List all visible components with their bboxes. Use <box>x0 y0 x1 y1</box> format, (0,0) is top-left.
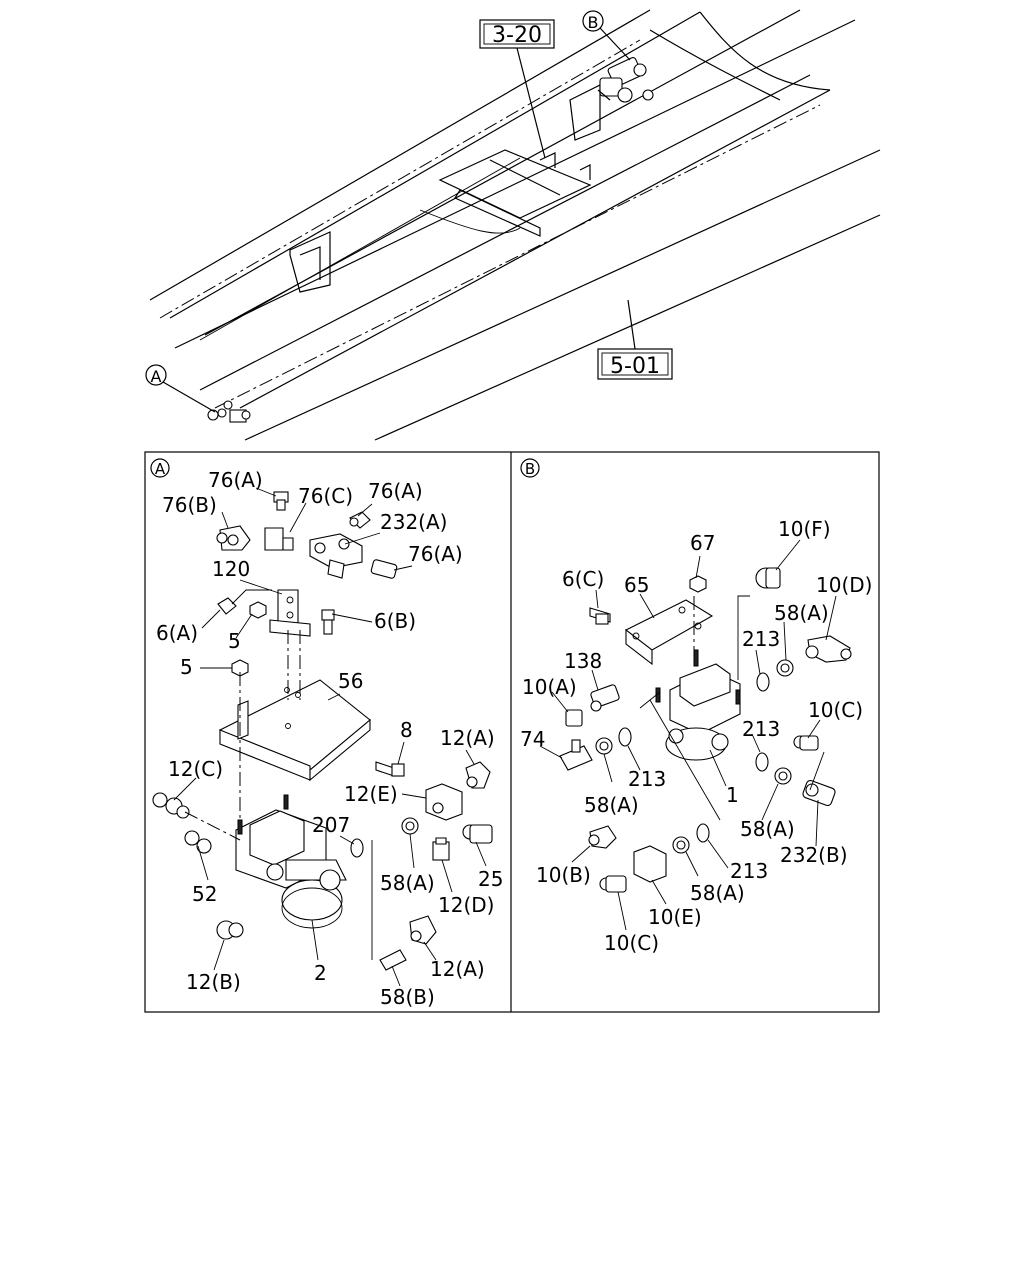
label-56: 56 <box>338 669 363 693</box>
label-6a: 6(A) <box>156 621 198 645</box>
detail-b-parts <box>559 567 852 893</box>
label-120: 120 <box>212 557 250 581</box>
label-2: 2 <box>314 961 327 985</box>
label-52: 52 <box>192 882 217 906</box>
label-232a: 232(A) <box>380 510 447 534</box>
label-65: 65 <box>624 573 649 597</box>
label-5-upper: 5 <box>228 629 241 653</box>
label-213-right: 213 <box>742 717 780 741</box>
label-138: 138 <box>564 649 602 673</box>
label-6b: 6(B) <box>374 609 416 633</box>
label-76b: 76(B) <box>162 493 217 517</box>
valve-b-on-frame <box>597 57 654 103</box>
label-1: 1 <box>726 783 739 807</box>
detail-a-panel: A <box>150 458 503 1009</box>
detail-a-labels: 76(A) 76(C) 76(A) 76(B) 232(A) 76(A) 120… <box>156 468 503 1009</box>
label-213-left: 213 <box>628 767 666 791</box>
label-10b: 10(B) <box>536 863 591 887</box>
label-12c: 12(C) <box>168 757 223 781</box>
label-58a-upper: 58(A) <box>774 601 829 625</box>
ref-box-3-20[interactable]: 3-20 <box>479 19 555 49</box>
label-10c-upper: 10(C) <box>808 698 863 722</box>
detail-b-panel: B <box>520 458 872 955</box>
label-213-lower: 213 <box>730 859 768 883</box>
label-76a-top: 76(A) <box>208 468 263 492</box>
label-12b: 12(B) <box>186 970 241 994</box>
label-10e: 10(E) <box>648 905 702 929</box>
valve-a-on-frame <box>207 400 251 423</box>
label-6c: 6(C) <box>562 567 604 591</box>
detail-a-parts <box>152 491 493 971</box>
label-76c: 76(C) <box>298 484 353 508</box>
label-10c-lower: 10(C) <box>604 931 659 955</box>
label-10d: 10(D) <box>816 573 872 597</box>
label-5-lower: 5 <box>180 655 193 679</box>
label-76a-lower: 76(A) <box>408 542 463 566</box>
label-12e: 12(E) <box>344 782 398 806</box>
label-58a-right: 58(A) <box>740 817 795 841</box>
frame-overview <box>149 9 881 441</box>
label-76a-right: 76(A) <box>368 479 423 503</box>
label-10a: 10(A) <box>522 675 577 699</box>
label-58a: 58(A) <box>380 871 435 895</box>
detail-b-callout-letter: B <box>588 13 599 32</box>
detail-a-callout[interactable]: A <box>145 364 167 386</box>
label-12a-upper: 12(A) <box>440 726 495 750</box>
label-58a-lower: 58(A) <box>690 881 745 905</box>
label-213-upper: 213 <box>742 627 780 651</box>
detail-b-callout[interactable]: B <box>582 10 604 32</box>
label-74: 74 <box>520 727 545 751</box>
label-58b: 58(B) <box>380 985 435 1009</box>
label-58a-left: 58(A) <box>584 793 639 817</box>
detail-b-marker: B <box>525 460 535 478</box>
detail-a-callout-letter: A <box>151 367 162 386</box>
label-207: 207 <box>312 813 350 837</box>
label-232b: 232(B) <box>780 843 848 867</box>
detail-b-labels: 10(F) 67 6(C) 65 10(D) 58(A) 213 138 10(… <box>520 517 872 955</box>
ref-3-20-label: 3-20 <box>492 23 542 48</box>
label-10f: 10(F) <box>778 517 831 541</box>
detail-frame <box>144 451 880 1013</box>
label-25: 25 <box>478 867 503 891</box>
label-8: 8 <box>400 718 413 742</box>
label-12a-lower: 12(A) <box>430 957 485 981</box>
label-12d: 12(D) <box>438 893 494 917</box>
detail-a-marker: A <box>155 460 166 478</box>
ref-5-01-label: 5-01 <box>610 354 660 379</box>
ref-box-5-01[interactable]: 5-01 <box>597 348 673 380</box>
label-67: 67 <box>690 531 715 555</box>
